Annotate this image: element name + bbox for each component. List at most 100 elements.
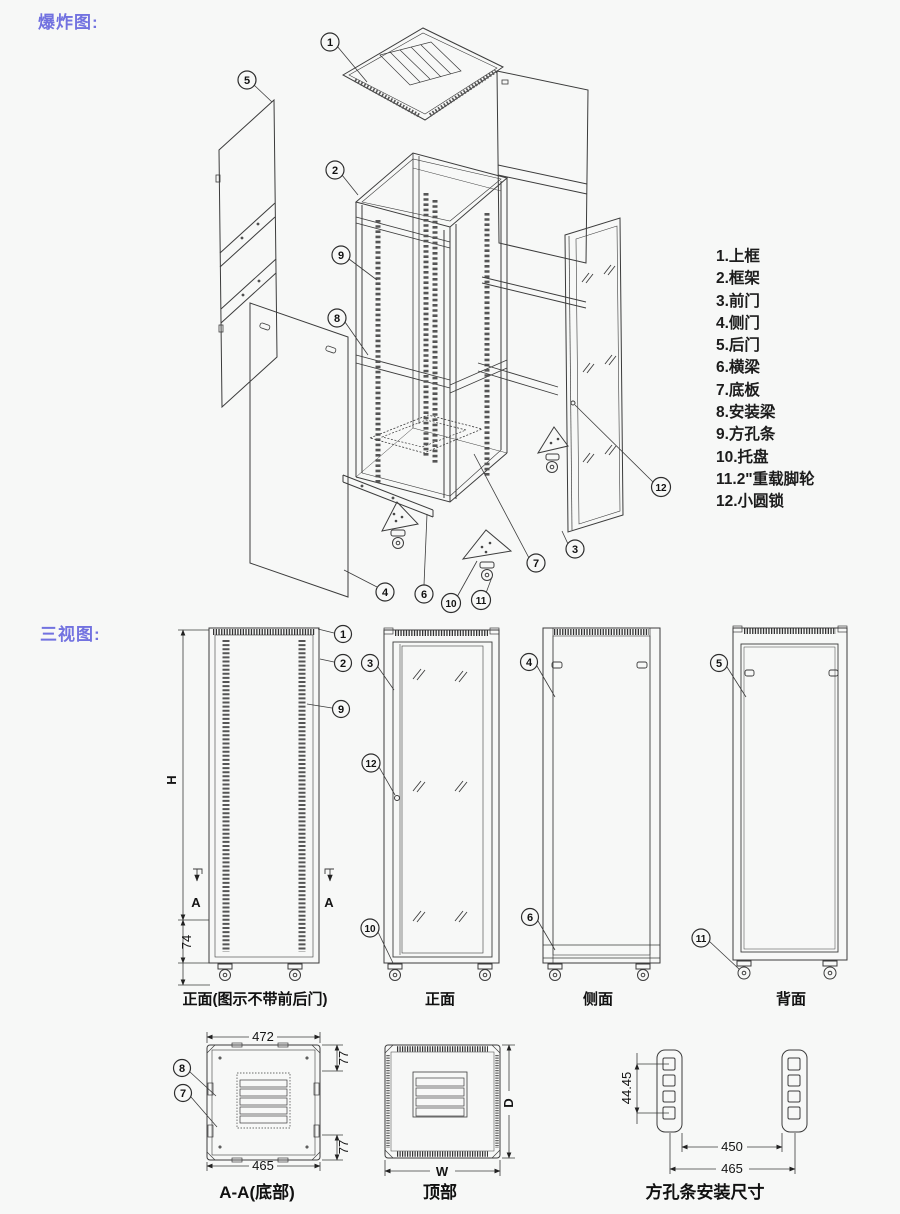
dim-465-rail: 465 [721,1161,743,1176]
tray-and-caster [381,426,569,581]
callout-11: 11 [691,928,711,948]
callout-8: 8 [172,1058,192,1078]
callout-number: 4 [526,657,533,669]
parts-list-item: 7.底板 [716,381,760,399]
callout-1: 1 [333,624,353,644]
callout-number: 2 [340,658,346,670]
callout-number: 6 [421,589,427,601]
parts-list-item: 11.2"重载脚轮 [716,470,815,488]
callout-number: 2 [332,165,338,177]
callout-number: 5 [716,658,722,670]
parts-list-item: 1.上框 [716,248,760,265]
callout-2: 2 [325,160,345,180]
three-view-title: 三视图: [40,625,101,644]
view-label-rear: 背面 [775,991,807,1008]
louver-vent [412,1071,468,1118]
dim-74: 74 [179,935,194,949]
caster [736,960,838,980]
view-label-side: 侧面 [582,991,614,1008]
callout-10: 10 [440,592,462,614]
parts-list-item: 10.托盘 [716,448,769,466]
label-rail-mounting: 方孔条安装尺寸 [645,1183,765,1202]
callout-12: 12 [361,753,381,773]
callout-number: 9 [338,250,344,262]
top-view-dimensions [384,1044,515,1176]
section-aa-drawing: 472 465 77 77 8 7 [172,1029,351,1173]
callout-7: 7 [173,1083,193,1103]
callout-number: 8 [179,1063,185,1075]
view-label-front-no-doors: 正面(图示不带前后门) [182,991,328,1008]
callout-number: 12 [655,483,667,494]
view-front-no-doors: H 74 A A 1 2 9 [164,624,353,986]
caster [217,963,303,981]
callout-number: 9 [338,704,344,716]
label-aa-bottom: A-A(底部) [219,1183,295,1202]
aa-dimensions [206,1032,343,1171]
parts-list-item: 8.安装梁 [716,404,776,422]
parts-list-item: 3.前门 [716,292,760,310]
callout-6: 6 [414,584,434,604]
callout-5: 5 [237,70,257,90]
callout-4: 4 [519,652,539,672]
parts-list: 1.上框 2.框架 3.前门 4.侧门 5.后门 6.横梁 7.底板 8.安装梁… [716,246,815,514]
callout-4: 4 [375,582,395,602]
dim-77-bottom: 77 [336,1140,351,1154]
cross-beam [342,474,434,518]
section-label-a: A [191,895,201,910]
callout-10: 10 [360,918,380,938]
callout-number: 3 [367,658,373,670]
round-lock [570,400,576,406]
round-lock [394,795,400,801]
dim-77-top: 77 [336,1051,351,1065]
height-dimension [178,629,210,986]
callout-11: 11 [470,589,492,611]
top-view-drawing: D W [384,1044,516,1179]
dim-height: H [164,775,179,784]
glass-hatch-marks [581,264,617,464]
callout-5: 5 [709,653,729,673]
view-front: 3 12 10 [360,627,500,981]
parts-list-item: 9.方孔条 [716,426,776,444]
section-label-a: A [324,895,334,910]
callout-number: 10 [445,599,457,610]
dim-depth: D [501,1098,516,1107]
square-hole-rails [375,193,490,485]
callout-number: 7 [180,1088,186,1100]
callout-3: 3 [360,653,380,673]
caster [387,963,493,981]
callout-number: 3 [572,544,578,556]
callout-3: 3 [565,539,585,559]
glass-hatch-marks [412,668,468,923]
callout-7: 7 [526,553,546,573]
rail-dimensions [634,1053,796,1174]
section-markers [193,868,334,882]
rear-door-panel [215,98,278,409]
view-side: 4 6 [519,627,661,981]
dim-472: 472 [252,1029,274,1044]
exploded-geometry: 1 5 2 9 8 4 6 10 11 7 3 12 [215,27,672,614]
label-top-view: 顶部 [423,1183,457,1202]
parts-list-item: 12.小圆锁 [716,493,785,511]
callout-number: 1 [327,37,333,49]
callout-number: 7 [533,558,539,570]
frame [354,152,509,503]
rail-mounting-drawing: 44.45 450 465 [619,1049,808,1176]
dim-width: W [436,1164,449,1179]
left-rail [656,1049,683,1133]
callout-number: 11 [476,596,487,607]
view-label-front: 正面 [424,991,456,1008]
callout-number: 11 [696,934,707,945]
parts-list-item: 4.侧门 [716,314,760,332]
callout-number: 1 [340,629,346,641]
callout-12: 12 [650,476,672,498]
dim-450: 450 [721,1139,743,1154]
callout-number: 5 [244,75,250,87]
top-panel [341,27,504,121]
rear-right-panel [477,70,589,396]
callout-6: 6 [520,907,540,927]
parts-list-item: 2.框架 [716,270,760,288]
callout-2: 2 [333,653,353,673]
callout-8: 8 [327,308,347,328]
view-rear: 5 11 [691,625,848,980]
